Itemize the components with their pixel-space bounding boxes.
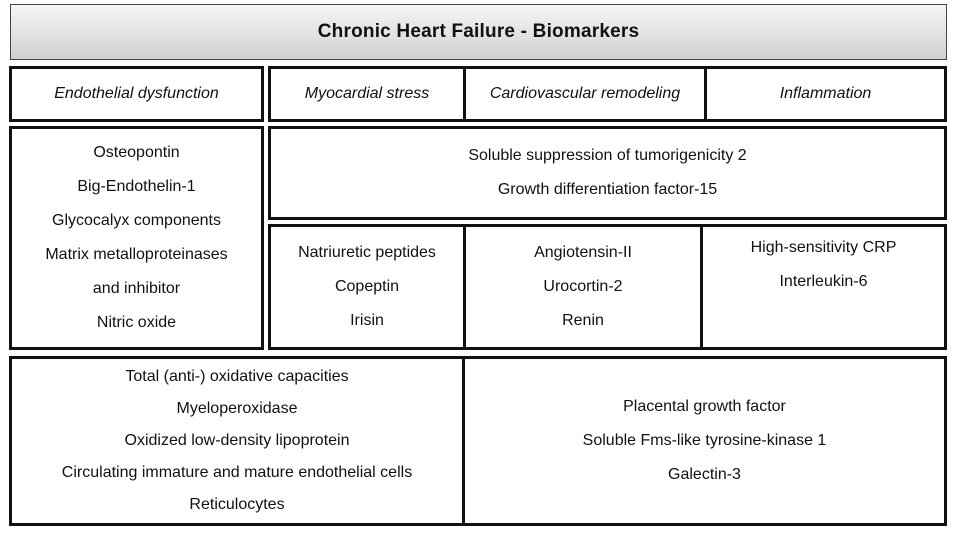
marker-item: Nitric oxide (96, 314, 177, 331)
marker-item: Angiotensin-II (534, 244, 632, 261)
remodeling-markers-box: Angiotensin-II Urocortin-2 Renin (463, 224, 703, 350)
header-label: Endothelial dysfunction (54, 85, 219, 102)
marker-item: Natriuretic peptides (298, 244, 436, 261)
header-cardiovascular-remodeling: Cardiovascular remodeling (463, 66, 707, 122)
marker-item: Renin (562, 312, 604, 329)
marker-item: Soluble suppression of tumorigenicity 2 (468, 147, 747, 164)
header-endothelial-dysfunction: Endothelial dysfunction (9, 66, 264, 122)
myocardial-markers-box: Natriuretic peptides Copeptin Irisin (268, 224, 466, 350)
marker-item: Urocortin-2 (543, 278, 623, 295)
oxidative-markers-box: Total (anti-) oxidative capacities Myelo… (9, 356, 465, 526)
marker-item: Irisin (350, 312, 384, 329)
marker-item: Circulating immature and mature endothel… (61, 464, 413, 481)
marker-item: Placental growth factor (623, 398, 786, 415)
diagram-title: Chronic Heart Failure - Biomarkers (317, 21, 640, 42)
shared-markers-box: Soluble suppression of tumorigenicity 2 … (268, 126, 947, 220)
marker-item: Reticulocytes (189, 496, 285, 513)
endothelial-markers-box: Osteopontin Big-Endothelin-1 Glycocalyx … (9, 126, 264, 350)
marker-item: Matrix metalloproteinases (45, 246, 228, 263)
marker-item: Oxidized low-density lipoprotein (124, 432, 350, 449)
header-label: Myocardial stress (304, 85, 430, 102)
marker-item: Copeptin (334, 278, 400, 295)
marker-item: Galectin-3 (668, 466, 741, 483)
marker-item: Big-Endothelin-1 (77, 178, 196, 195)
marker-item: High-sensitivity CRP (750, 239, 897, 256)
header-inflammation: Inflammation (704, 66, 947, 122)
marker-item: Osteopontin (93, 144, 180, 161)
marker-item: Soluble Fms-like tyrosine-kinase 1 (582, 432, 827, 449)
marker-item: and inhibitor (92, 280, 181, 297)
inflammation-markers-box: High-sensitivity CRP Interleukin-6 (700, 224, 947, 350)
header-label: Cardiovascular remodeling (489, 85, 681, 102)
marker-item: Total (anti-) oxidative capacities (125, 368, 349, 385)
header-myocardial-stress: Myocardial stress (268, 66, 466, 122)
header-label: Inflammation (779, 85, 872, 102)
marker-item: Myeloperoxidase (176, 400, 298, 417)
other-markers-box: Placental growth factor Soluble Fms-like… (462, 356, 947, 526)
marker-item: Interleukin-6 (779, 273, 868, 290)
marker-item: Growth differentiation factor-15 (497, 181, 718, 198)
marker-item: Glycocalyx components (52, 212, 221, 229)
title-banner: Chronic Heart Failure - Biomarkers (10, 4, 947, 60)
